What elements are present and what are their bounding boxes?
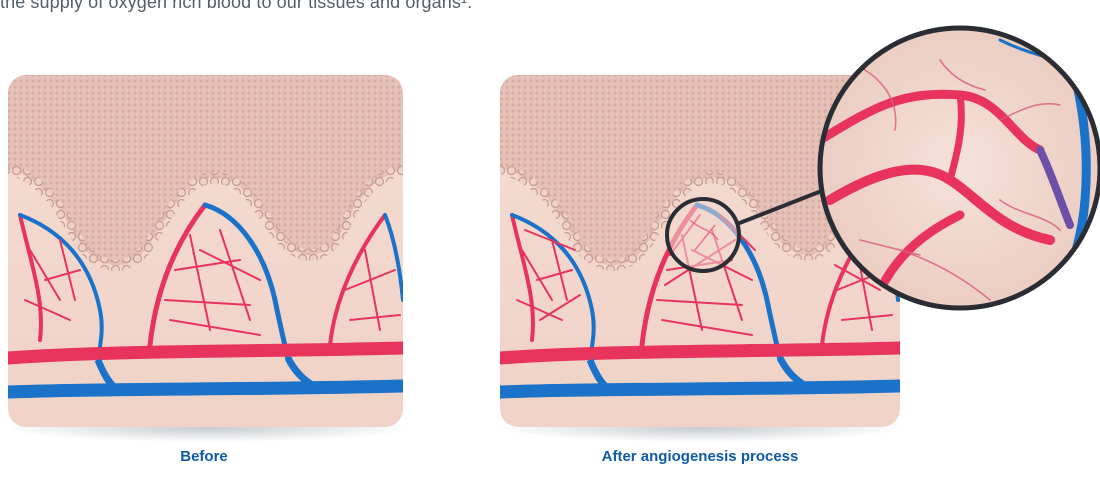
- magnifier-ring: [667, 199, 739, 271]
- zoom-detail-circle: [820, 28, 1100, 308]
- after-caption: After angiogenesis process: [560, 448, 840, 465]
- before-panel: [8, 75, 403, 427]
- before-caption: Before: [104, 448, 304, 465]
